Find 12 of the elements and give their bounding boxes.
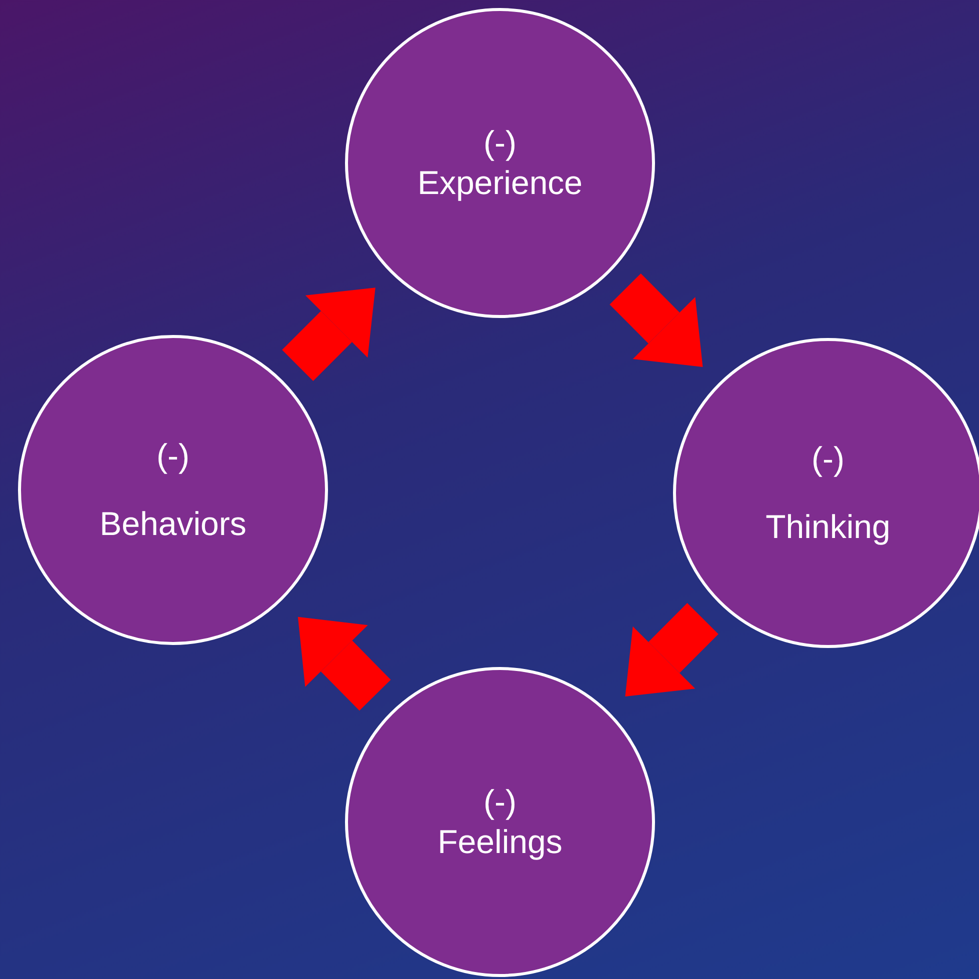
- node-label: Feelings: [438, 822, 562, 862]
- node-label: Experience: [417, 163, 583, 203]
- block-arrow: [298, 616, 391, 711]
- sign-label: (-): [484, 782, 516, 822]
- sign-label: (-): [812, 439, 844, 479]
- block-arrow: [282, 288, 376, 381]
- block-arrow: [625, 603, 718, 696]
- sign-label: (-): [484, 123, 516, 163]
- node-label: Thinking: [766, 507, 890, 547]
- sign-label: (-): [156, 436, 190, 476]
- block-arrow: [610, 274, 703, 367]
- node-label: Behaviors: [100, 504, 246, 544]
